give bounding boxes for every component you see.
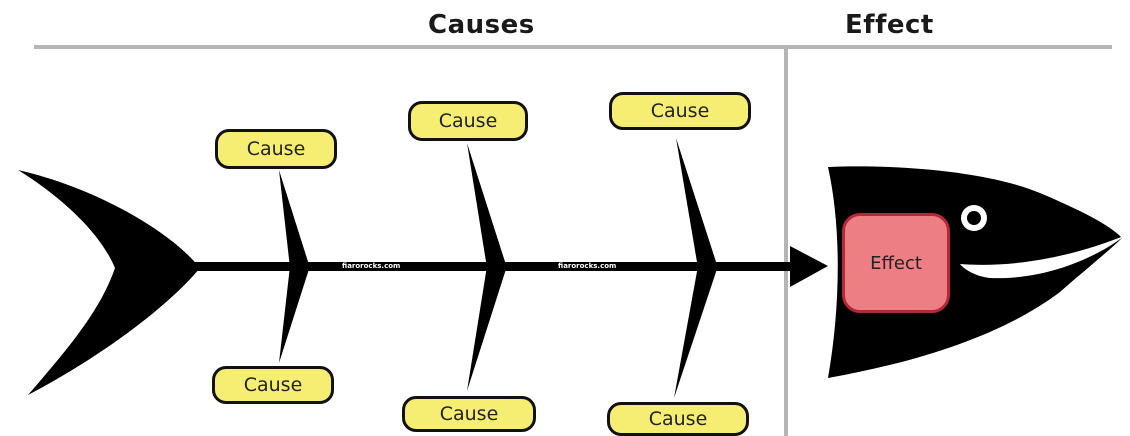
- effect-box: Effect: [842, 213, 950, 313]
- bone-upper-2: [467, 143, 507, 268]
- fish-mouth: [960, 235, 1126, 279]
- cause-box-upper-3: Cause: [609, 92, 751, 130]
- cause-box-lower-1: Cause: [212, 366, 334, 404]
- fish-pupil: [967, 211, 981, 225]
- bone-lower-2: [467, 266, 507, 391]
- effect-heading: Effect: [845, 10, 934, 40]
- bone-upper-1: [279, 170, 310, 268]
- bone-lower-3: [674, 266, 718, 398]
- watermark-spine-1: fiarorocks.com: [342, 262, 401, 270]
- cause-box-upper-2: Cause: [408, 101, 528, 141]
- causes-heading: Causes: [428, 10, 535, 40]
- fish-tail: [18, 170, 200, 395]
- watermark-spine-2: fiarorocks.com: [558, 262, 617, 270]
- spine-arrowhead: [790, 246, 828, 287]
- bone-lower-1: [279, 266, 310, 363]
- cause-box-upper-1: Cause: [215, 129, 337, 169]
- cause-box-lower-2: Cause: [402, 396, 536, 432]
- bone-upper-3: [676, 138, 718, 268]
- cause-box-lower-3: Cause: [607, 402, 749, 436]
